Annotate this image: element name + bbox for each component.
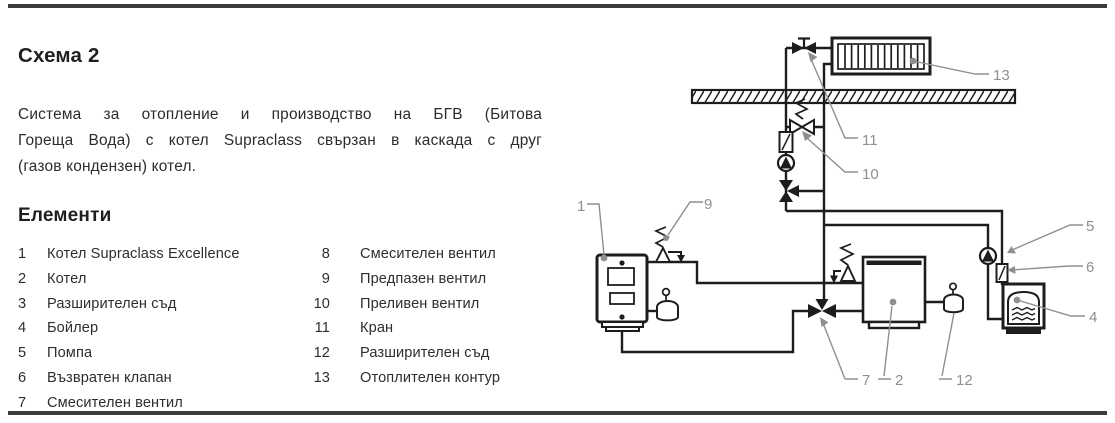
bottom-rule (8, 411, 1107, 415)
callout-arrow (1007, 266, 1016, 274)
item-number: 3 (18, 295, 27, 312)
boiler1 (595, 253, 649, 332)
item-label: Кран (360, 320, 394, 337)
circuit-pump-icon (776, 153, 796, 173)
item-number: 1 (18, 246, 27, 262)
callout-2: 2 (895, 372, 903, 389)
safety-valve-boiler2-icon (830, 243, 857, 284)
item-number: 8 (321, 246, 330, 262)
item-number: 13 (313, 369, 330, 386)
item-label: Бойлер (47, 320, 99, 337)
callout-dot (889, 298, 897, 306)
callout-arrow (808, 52, 818, 62)
item-label: Котел (47, 270, 87, 287)
item-label: Предпазен вентил (360, 270, 487, 287)
expansion-tank12-icon (943, 282, 964, 314)
tap-valve-icon (792, 37, 816, 54)
item-number: 12 (313, 345, 330, 362)
callout-dot (1013, 296, 1021, 304)
item-number: 6 (18, 369, 27, 386)
item-label: Котел Supraclass Excellence (47, 246, 240, 262)
item-label: Помпа (47, 345, 93, 362)
description-line: (газов кондензен) котел. (18, 158, 197, 175)
item-label: Възвратен клапан (47, 369, 172, 386)
safety-valve9-icon (653, 226, 685, 263)
mixing-valve8-icon (779, 180, 799, 202)
callout-6: 6 (1086, 259, 1094, 276)
dhw-tank4 (1001, 282, 1046, 334)
elements-heading: Елементи (18, 205, 112, 226)
description-paragraph: Система за отопление и производство на Б… (18, 102, 542, 180)
elements-list: 1 Котел Supraclass Excellence 8 Смесител… (18, 246, 563, 420)
description-line: Система за отопление и производство на Б… (18, 106, 542, 123)
item-label: Разширителен съд (47, 295, 177, 312)
list-item: 4 Бойлер 11 Кран (18, 320, 563, 345)
item-number: 7 (18, 394, 27, 411)
boiler2 (861, 255, 927, 330)
callout-9: 9 (704, 196, 712, 213)
callout-arrow (820, 317, 829, 327)
callout-13: 13 (993, 67, 1010, 84)
page-title: Схема 2 (18, 44, 100, 67)
list-item: 6 Възвратен клапан 13 Отоплителен контур (18, 370, 563, 395)
callout-7: 7 (862, 372, 870, 389)
callout-12: 12 (956, 372, 973, 389)
callout-4: 4 (1089, 309, 1097, 326)
item-number: 2 (18, 270, 27, 287)
list-item: 3 Разширителен съд 10 Преливен вентил (18, 296, 563, 321)
callout-arrow (1007, 246, 1016, 254)
radiator (830, 36, 932, 76)
item-number: 4 (18, 320, 27, 337)
pump5-icon (978, 246, 998, 266)
description-line: Гореща Вода) с котел Supraclass свързан … (18, 132, 542, 149)
callout-1: 1 (577, 198, 585, 215)
top-rule (8, 4, 1107, 8)
list-item: 1 Котел Supraclass Excellence 8 Смесител… (18, 246, 563, 271)
list-item: 2 Котел 9 Предпазен вентил (18, 271, 563, 296)
item-number: 10 (313, 295, 330, 312)
item-label: Разширителен съд (360, 345, 490, 362)
overflow-valve-icon (789, 98, 815, 136)
callout-dot (909, 57, 917, 65)
list-item: 5 Помпа 12 Разширителен съд (18, 345, 563, 370)
callouts: 1 9 11 10 13 5 6 4 7 2 12 (577, 52, 1097, 389)
item-number: 11 (314, 320, 330, 337)
item-number: 9 (321, 270, 330, 287)
mixing-valve7-icon (808, 299, 836, 318)
item-label: Преливен вентил (360, 295, 480, 312)
check-valve6-icon (995, 263, 1009, 283)
item-label: Смесителен вентил (47, 394, 183, 411)
callout-11: 11 (862, 132, 878, 149)
callout-dot (663, 235, 669, 241)
list-item: 7 Смесителен вентил (18, 395, 563, 420)
callout-10: 10 (862, 166, 879, 183)
callout-dot (600, 254, 608, 262)
item-label: Смесителен вентил (360, 246, 496, 262)
item-label: Отоплителен контур (360, 369, 501, 386)
floor-slab (690, 88, 1017, 105)
expansion-tank3-icon (656, 287, 679, 322)
line-valve-icon (778, 131, 794, 153)
callout-5: 5 (1086, 218, 1094, 235)
item-number: 5 (18, 345, 27, 362)
callout-arrow (802, 131, 812, 141)
